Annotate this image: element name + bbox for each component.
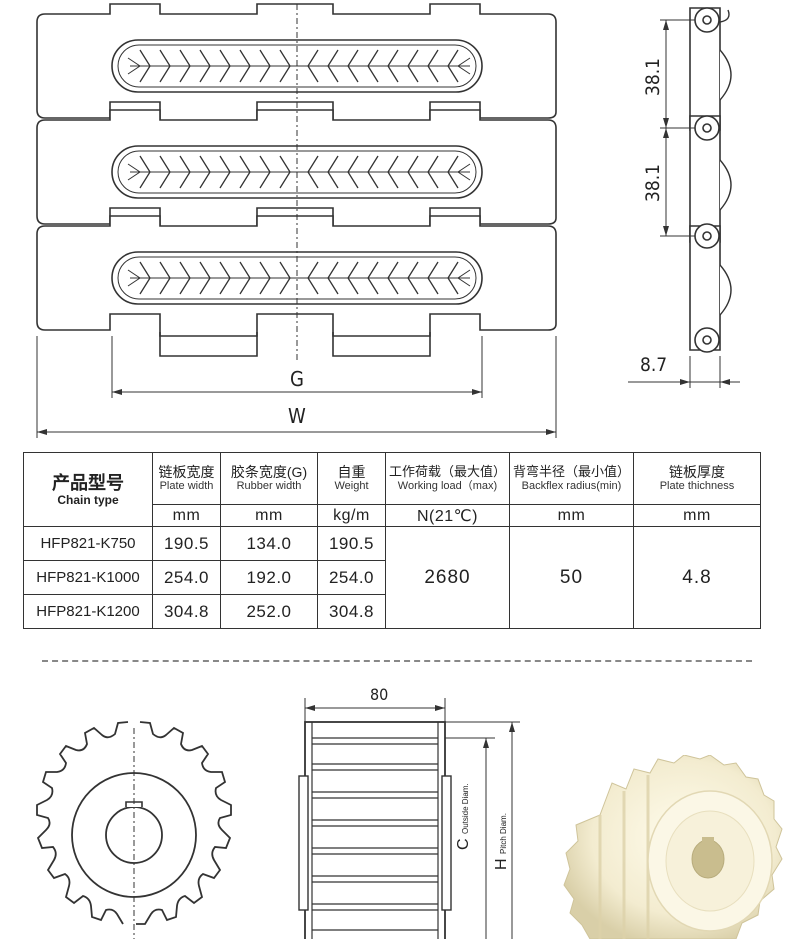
- plate-width-cell: 254.0: [152, 560, 221, 595]
- outside-diam-label: C Outside Diam.: [455, 783, 473, 850]
- header-backflex: 背弯半径（最小值） Backflex radius(min): [509, 452, 634, 505]
- thickness-cell: 4.8: [633, 526, 761, 629]
- weight-cell: 254.0: [317, 560, 386, 595]
- backflex-cell: 50: [509, 526, 634, 629]
- weight-cell: 190.5: [317, 526, 386, 561]
- pitch-diam-label: H Pitch Diam.: [493, 813, 511, 870]
- unit-cell: mm: [152, 504, 221, 527]
- chain-side-view: [628, 7, 740, 388]
- rubber-width-cell: 134.0: [220, 526, 318, 561]
- header-rubber-width: 胶条宽度(G) Rubber width: [220, 452, 318, 505]
- pitch-dim-label-1: 38.1: [642, 57, 665, 97]
- spec-table: 产品型号 Chain type 链板宽度 Plate width 胶条宽度(G)…: [23, 452, 761, 629]
- thickness-dim-label: 8.7: [640, 354, 668, 376]
- table-header-row: 产品型号 Chain type 链板宽度 Plate width 胶条宽度(G)…: [23, 452, 761, 527]
- dim-w-label: W: [288, 404, 306, 428]
- plate-width-cell: 190.5: [152, 526, 221, 561]
- model-cell: HFP821-K1000: [23, 560, 153, 595]
- working-load-cell: 2680: [385, 526, 510, 629]
- header-thickness: 链板厚度 Plate thichness: [633, 452, 761, 505]
- rubber-width-cell: 192.0: [220, 560, 318, 595]
- pitch-dim-label-2: 38.1: [642, 163, 665, 203]
- unit-cell: kg/m: [317, 504, 386, 527]
- model-cell: HFP821-K1200: [23, 594, 153, 629]
- plate-width-cell: 304.8: [152, 594, 221, 629]
- model-cell: HFP821-K750: [23, 526, 153, 561]
- table-row: HFP821-K1000 254.0 192.0 254.0: [23, 560, 761, 595]
- sprocket-front-view: [36, 721, 232, 939]
- section-divider: [42, 660, 752, 662]
- dim-g-label: G: [290, 367, 304, 391]
- rubber-width-cell: 252.0: [220, 594, 318, 629]
- sprocket-photo: [563, 755, 783, 939]
- header-working-load: 工作荷载（最大值） Working load（max): [385, 452, 510, 505]
- table-row: HFP821-K750 190.5 134.0 190.5 2680 50 4.…: [23, 526, 761, 629]
- outside-diam-letter: C: [455, 838, 472, 850]
- weight-cell: 304.8: [317, 594, 386, 629]
- unit-cell: mm: [220, 504, 318, 527]
- chain-plan-drawing: [36, 3, 557, 438]
- unit-cell: N(21℃): [385, 504, 510, 527]
- unit-cell: mm: [509, 504, 634, 527]
- sprocket-side-view: [298, 698, 520, 939]
- header-weight: 自重 Weight: [317, 452, 386, 505]
- unit-cell: mm: [633, 504, 761, 527]
- header-plate-width: 链板宽度 Plate width: [152, 452, 221, 505]
- outside-diam-text: Outside Diam.: [461, 783, 470, 834]
- sprocket-width-label: 80: [370, 685, 389, 704]
- pitch-diam-letter: H: [493, 858, 510, 870]
- table-row: HFP821-K1200 304.8 252.0 304.8: [23, 594, 761, 629]
- pitch-diam-text: Pitch Diam.: [499, 813, 508, 854]
- header-chain-type: 产品型号 Chain type: [23, 452, 153, 527]
